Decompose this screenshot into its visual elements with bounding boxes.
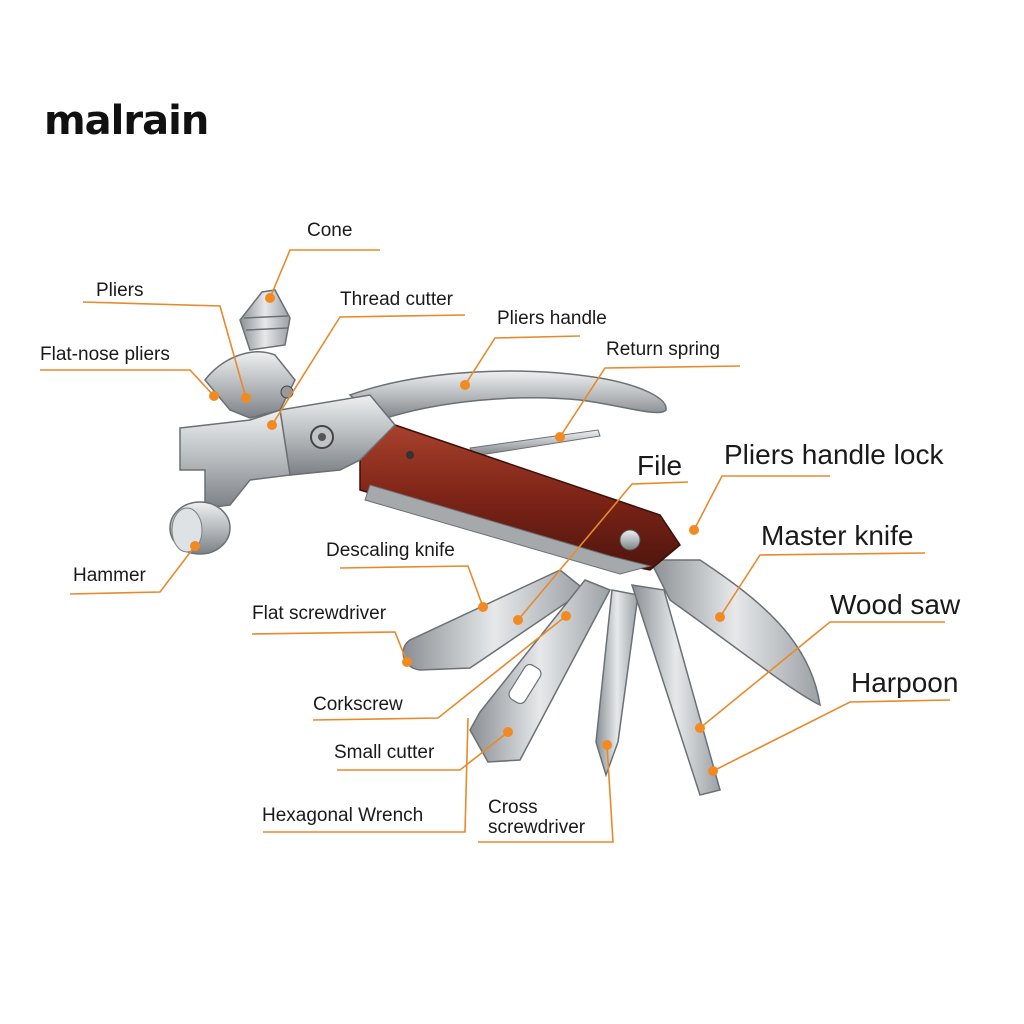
- label-file: File: [637, 450, 683, 481]
- leader-pliers-handle: [464, 335, 581, 386]
- leader-flat-screwdriver: [251, 631, 408, 663]
- dot-descaling-knife: [478, 602, 488, 612]
- label-small-cutter: Small cutter: [334, 742, 435, 763]
- dot-flat-nose-pliers: [209, 391, 219, 401]
- dot-pliers-handle: [460, 380, 470, 390]
- label-corkscrew: Corkscrew: [313, 694, 403, 715]
- label-return-spring: Return spring: [606, 339, 721, 360]
- leader-flat-nose-pliers: [40, 369, 215, 397]
- leader-hammer: [69, 545, 196, 595]
- leader-hexagonal-wrench: [263, 717, 469, 833]
- dot-master-knife: [715, 612, 725, 622]
- pliers-jaws: [204, 351, 296, 419]
- leader-lines: [40, 249, 951, 843]
- leader-cross-screwdriver: [478, 744, 614, 843]
- label-descaling-knife: Descaling knife: [326, 540, 455, 561]
- callout-dots: [190, 293, 725, 776]
- dot-hammer: [190, 541, 200, 551]
- dot-pliers: [241, 393, 251, 403]
- wood-saw-blade: [630, 584, 721, 796]
- label-wood-saw: Wood saw: [830, 589, 961, 620]
- label-cross-screwdriver-line2: screwdriver: [488, 817, 586, 838]
- leader-pliers-handle-lock: [693, 475, 830, 531]
- label-hammer: Hammer: [73, 565, 146, 586]
- leader-return-spring: [559, 365, 741, 438]
- dot-return-spring: [555, 432, 565, 442]
- leader-thread-cutter: [271, 314, 466, 426]
- brand-logo: malrain: [44, 98, 209, 144]
- label-flat-nose-pliers: Flat-nose pliers: [40, 344, 170, 365]
- dot-corkscrew: [561, 611, 571, 621]
- label-master-knife: Master knife: [761, 520, 914, 551]
- dot-file: [513, 615, 523, 625]
- leader-wood-saw: [699, 621, 945, 729]
- leader-file: [517, 481, 689, 621]
- pliers-handle-shape: [348, 370, 667, 421]
- dot-cone: [265, 293, 275, 303]
- cross-screwdriver-blade: [595, 589, 639, 778]
- label-hexagonal-wrench: Hexagonal Wrench: [262, 805, 424, 826]
- dot-flat-screwdriver: [402, 657, 412, 667]
- leader-pliers: [82, 301, 247, 399]
- dot-thread-cutter: [267, 420, 277, 430]
- leader-harpoon: [712, 699, 951, 772]
- hammer-head: [179, 409, 291, 509]
- label-harpoon: Harpoon: [851, 667, 959, 698]
- label-pliers: Pliers: [96, 280, 144, 301]
- leader-descaling-knife: [339, 565, 484, 608]
- leader-small-cutter: [337, 731, 509, 771]
- dot-pliers-handle-lock: [689, 525, 699, 535]
- label-cone: Cone: [307, 220, 353, 241]
- dot-harpoon: [708, 766, 718, 776]
- master-knife-blade: [648, 559, 821, 707]
- cone-shape: [239, 289, 291, 351]
- leader-cone: [269, 249, 380, 299]
- leader-master-knife: [719, 552, 926, 618]
- label-pliers-handle-lock: Pliers handle lock: [724, 439, 944, 470]
- dot-small-cutter: [503, 727, 513, 737]
- label-thread-cutter: Thread cutter: [340, 289, 453, 310]
- label-cross-screwdriver: Cross screwdriver: [488, 798, 585, 838]
- label-flat-screwdriver: Flat screwdriver: [252, 603, 387, 624]
- dot-wood-saw: [695, 723, 705, 733]
- label-cross-screwdriver-line1: Cross: [488, 797, 538, 818]
- label-pliers-handle: Pliers handle: [497, 308, 607, 329]
- return-spring-shape: [469, 429, 601, 457]
- leader-corkscrew: [312, 615, 567, 721]
- dot-cross-screwdriver: [602, 740, 612, 750]
